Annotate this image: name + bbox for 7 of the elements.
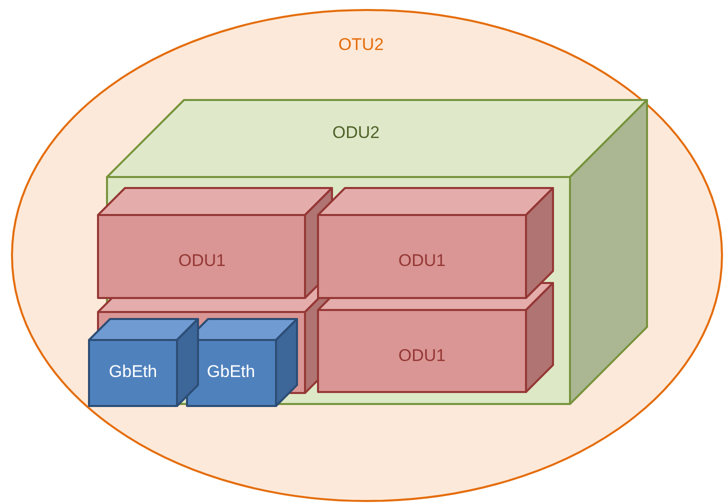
block-label: ODU2 xyxy=(332,123,380,143)
block-label: GbEth xyxy=(206,362,256,382)
block-label: GbEth xyxy=(108,362,158,382)
block-label: OTU2 xyxy=(338,35,384,55)
block-label: ODU1 xyxy=(398,251,446,271)
block-label: ODU1 xyxy=(178,251,226,271)
block-label: ODU1 xyxy=(398,346,446,366)
